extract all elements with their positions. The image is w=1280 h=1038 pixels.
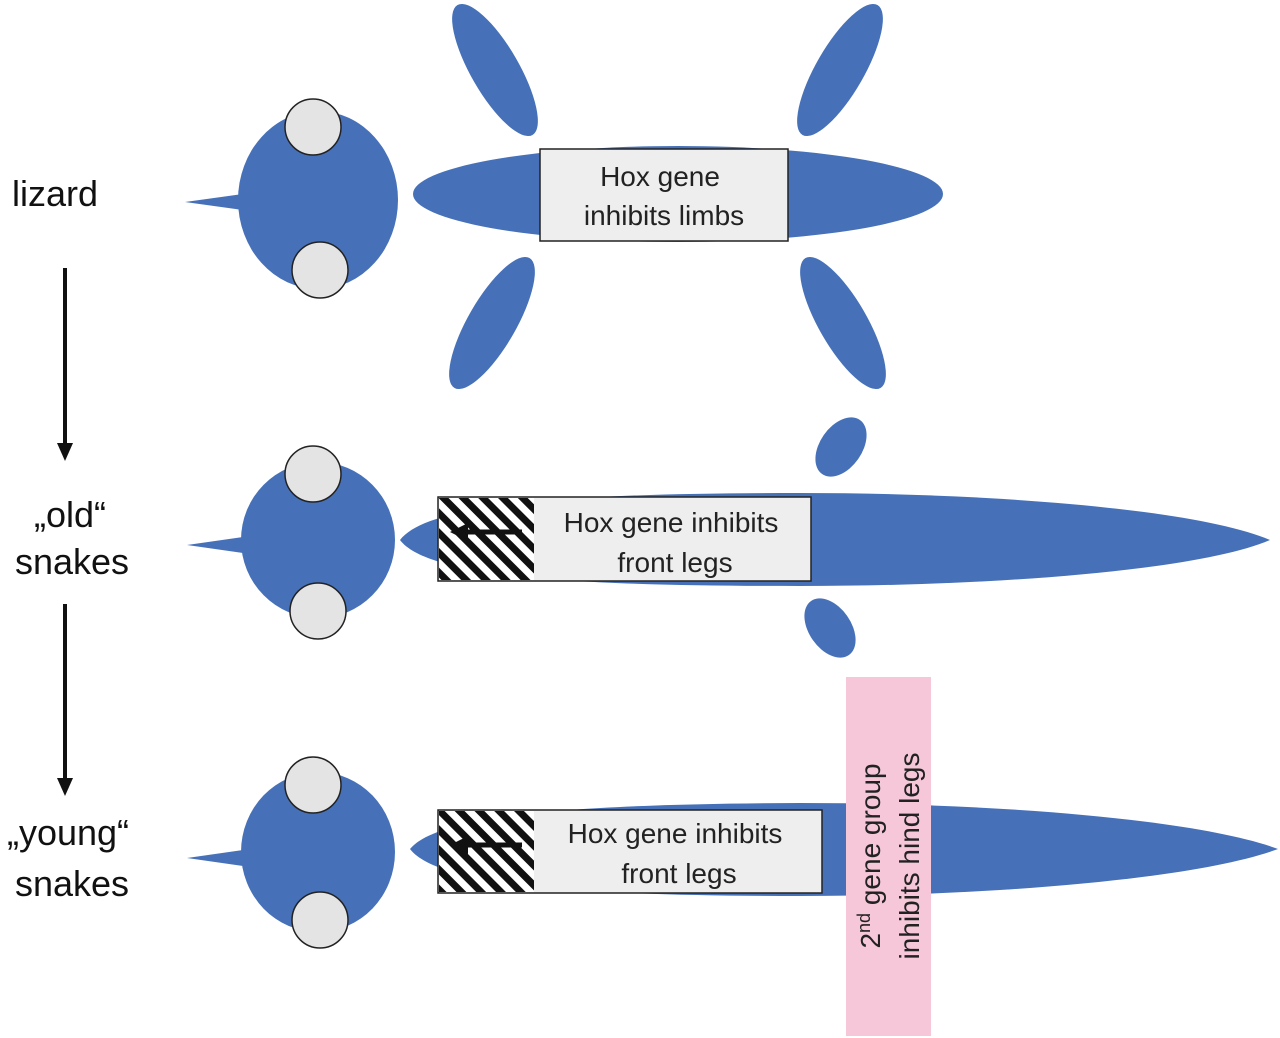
old-snake-hox-box-line1: Hox gene inhibits (564, 507, 779, 538)
old-snake-figure: Hox gene inhibits front legs (187, 417, 1270, 658)
young-snake-hatch-block (439, 811, 534, 892)
lizard-hox-box: Hox gene inhibits limbs (539, 148, 789, 242)
old-snake-hind-limb-top (815, 417, 867, 477)
lizard-limb-front-top (452, 3, 538, 137)
second-gene-group-line1: 2nd gene group (854, 763, 886, 948)
old-snake-left-arrowhead (450, 523, 468, 541)
old-snake-tongue (187, 536, 250, 554)
stage-label-lizard: lizard (12, 173, 98, 214)
old-snake-eye-top (284, 445, 342, 503)
lizard-hox-box-line1: Hox gene (600, 161, 720, 192)
old-snake-hox-box: Hox gene inhibits front legs (437, 496, 812, 582)
second-gene-ordinal: 2 (855, 933, 886, 949)
old-snake-eye-bottom (289, 582, 347, 640)
arrow-lizard-to-old (57, 268, 73, 461)
young-snake-eye-bottom (291, 891, 349, 949)
stage-label-old-snakes-line2: snakes (15, 541, 129, 582)
old-snake-hind-limb-bottom (804, 598, 856, 658)
lizard-tongue (185, 193, 250, 211)
second-gene-line1-rest: gene group (855, 763, 886, 912)
old-snake-head (241, 462, 395, 618)
second-gene-ordinal-suffix: nd (854, 913, 874, 933)
stage-label-young-snakes-line2: snakes (15, 863, 129, 904)
lizard-limb-rear-top (797, 3, 883, 137)
lizard-eye-top (284, 98, 342, 156)
lizard-figure: Hox gene inhibits limbs (185, 3, 943, 390)
young-snake-left-arrowhead (450, 836, 468, 854)
old-snake-hatch-block (439, 498, 534, 580)
second-gene-group-box: 2nd gene group inhibits hind legs (846, 677, 931, 1036)
lizard-hox-box-line2: inhibits limbs (584, 200, 744, 231)
young-snake-hox-box: Hox gene inhibits front legs (437, 809, 823, 894)
stage-label-old-snakes-line1: „old“ (34, 494, 106, 535)
arrow-old-to-young (57, 604, 73, 796)
young-snake-hox-box-line2: front legs (621, 858, 736, 889)
young-snake-hox-box-line1: Hox gene inhibits (568, 818, 783, 849)
second-gene-group-line2: inhibits hind legs (894, 752, 925, 959)
lizard-eye-bottom (291, 241, 349, 299)
lizard-head (238, 111, 398, 289)
young-snake-tongue (187, 849, 250, 867)
young-snake-head (241, 772, 395, 932)
lizard-limb-rear-bottom (800, 256, 886, 390)
old-snake-hox-box-line2: front legs (617, 547, 732, 578)
young-snake-figure: Hox gene inhibits front legs 2nd gene gr… (187, 677, 1278, 1036)
lizard-limb-front-bottom (449, 256, 535, 390)
young-snake-eye-top (284, 756, 342, 814)
stage-label-young-snakes-line1: „young“ (7, 812, 129, 853)
